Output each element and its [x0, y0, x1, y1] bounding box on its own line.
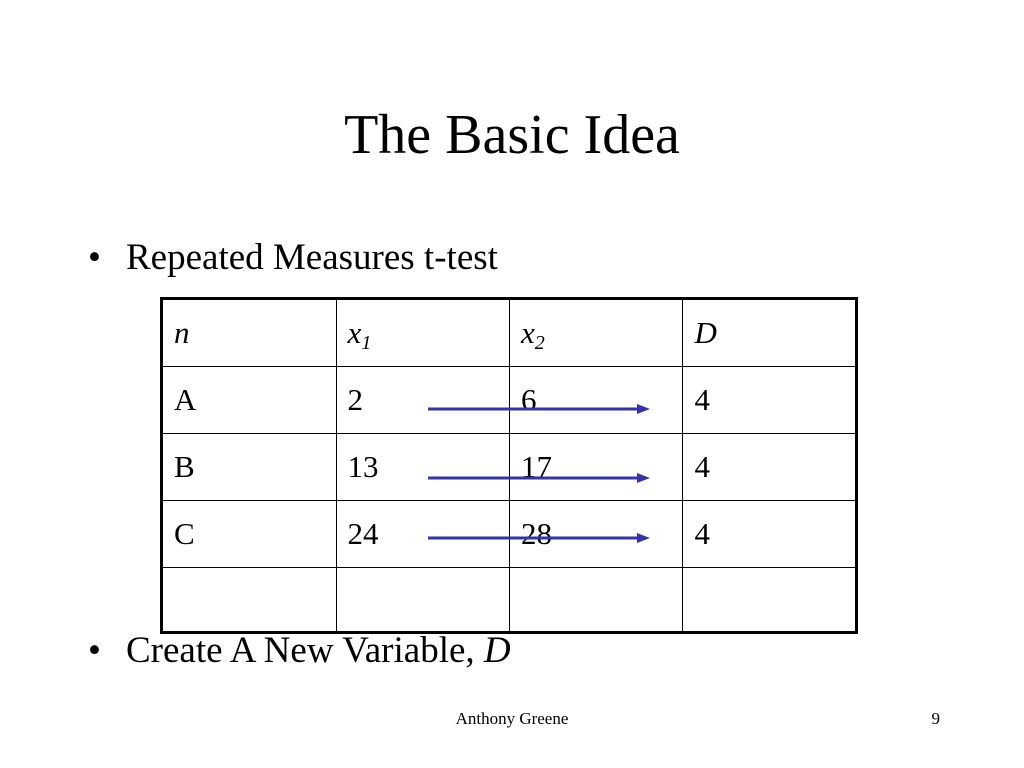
table-cell: 13	[335, 433, 511, 501]
table-row: A 2 6 4	[161, 366, 857, 434]
bullet-text: Create A New Variable,	[126, 630, 484, 671]
footer-page-number: 9	[931, 709, 941, 728]
bullet-create-variable: • Create A New Variable, D	[88, 629, 511, 673]
table-cell: 4	[682, 433, 857, 501]
header-x1: x1	[335, 298, 511, 367]
table-row: B 13 17 4	[161, 433, 857, 501]
table-cell: 4	[682, 366, 857, 434]
table-row: C 24 28 4	[161, 500, 857, 568]
footer-author: Anthony Greene	[455, 709, 569, 728]
bullet-repeated-measures: • Repeated Measures t-test	[88, 236, 498, 280]
table-cell	[335, 567, 511, 633]
table-cell: 6	[509, 366, 684, 434]
table-cell	[509, 567, 684, 633]
table-cell	[682, 567, 857, 633]
header-x2: x2	[509, 298, 684, 367]
variable-d-label: D	[483, 630, 511, 671]
table-cell: B	[161, 433, 337, 501]
table-header-row: n x1 x2 D	[161, 298, 857, 367]
table-row-empty	[161, 567, 857, 633]
table-cell: A	[161, 366, 337, 434]
bullet-symbol: •	[88, 630, 101, 671]
table-cell: 24	[335, 500, 511, 568]
table-cell: 17	[509, 433, 684, 501]
header-d: D	[682, 298, 857, 367]
bullet-symbol: •	[88, 237, 101, 278]
data-table: n x1 x2 D A 2 6 4 B 13 17 4 C 24 28 4	[160, 297, 858, 634]
header-n: n	[161, 298, 337, 367]
bullet-text: Repeated Measures t-test	[126, 237, 498, 278]
table-cell: 28	[509, 500, 684, 568]
table-cell: 2	[335, 366, 511, 434]
table-cell	[161, 567, 337, 633]
slide-title: The Basic Idea	[344, 104, 680, 166]
table-cell: 4	[682, 500, 857, 568]
table-cell: C	[161, 500, 337, 568]
